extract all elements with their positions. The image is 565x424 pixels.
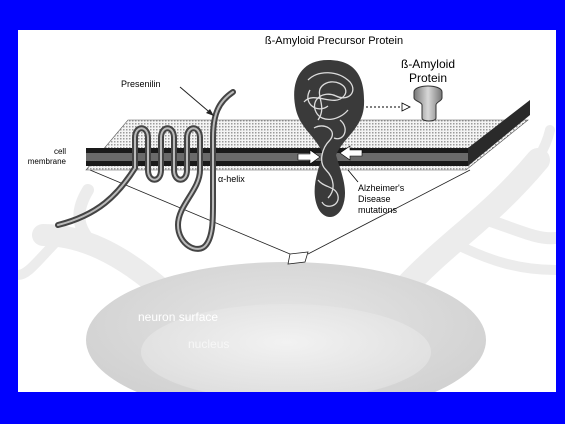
amyloid-protein-label-line2: Protein	[409, 71, 447, 85]
amyloid-diagram: neuron surface nucleus ß-Amyloid P	[18, 30, 556, 392]
cell-membrane-label-line1: cell	[54, 147, 66, 156]
amyloid-protein-fragment	[414, 86, 442, 121]
mutations-pointer	[348, 170, 358, 182]
nucleus-label: nucleus	[188, 337, 229, 351]
mutations-label-line3: mutations	[358, 205, 398, 215]
neuron-surface-label: neuron surface	[138, 310, 218, 324]
cell-membrane-label-line2: membrane	[28, 157, 67, 166]
presenilin-label: Presenilin	[121, 79, 161, 89]
mutations-label-line1: Alzheimer's	[358, 183, 405, 193]
cleavage-arrowhead	[402, 103, 410, 111]
amyloid-protein-label-line1: ß-Amyloid	[401, 57, 455, 71]
diagram-canvas: neuron surface nucleus ß-Amyloid P	[18, 30, 556, 392]
zoom-callout	[90, 170, 470, 264]
alpha-helix-label: α-helix	[218, 174, 245, 184]
diagram-title: ß-Amyloid Precursor Protein	[265, 35, 403, 47]
mutations-label-line2: Disease	[358, 194, 391, 204]
